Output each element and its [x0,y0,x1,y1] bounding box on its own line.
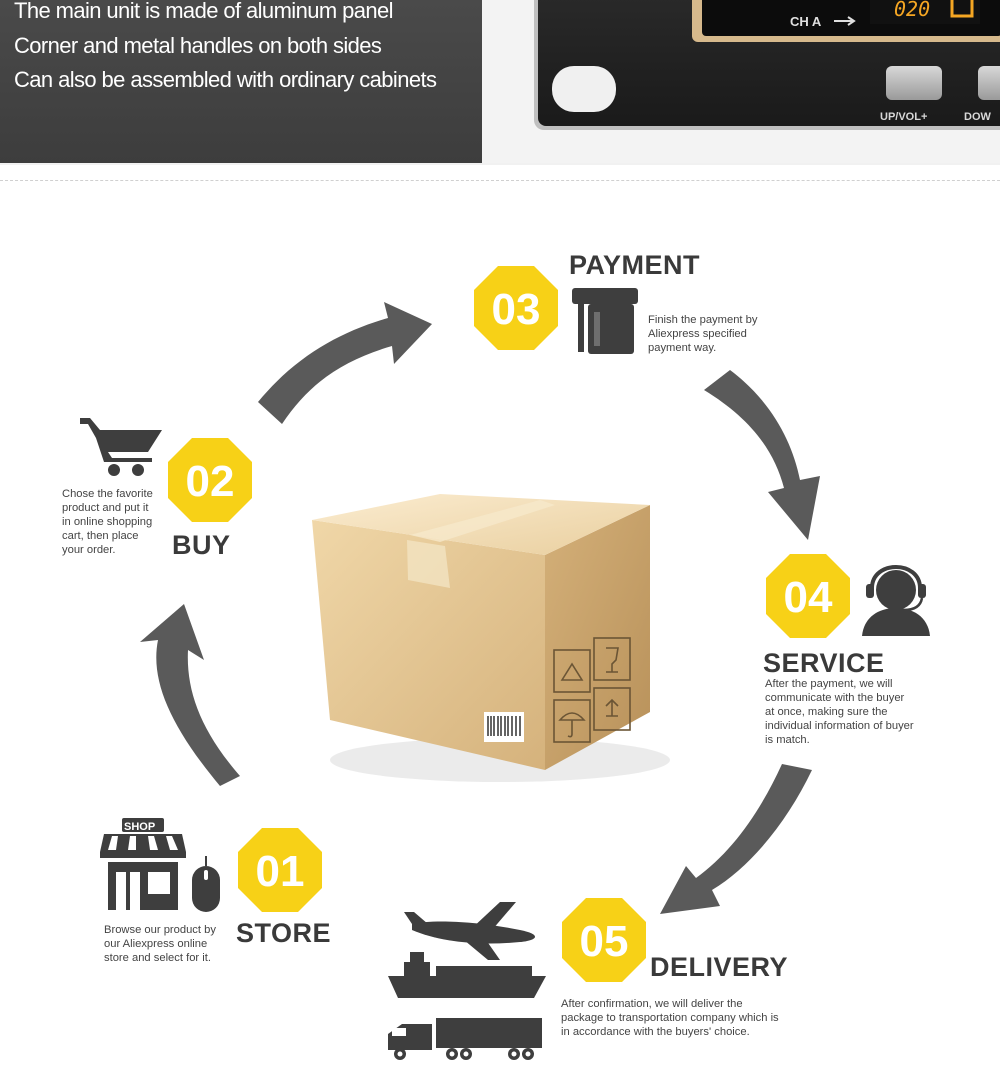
step-title-service: SERVICE [763,648,885,678]
step-desc-delivery: After confirmation, we will deliver the … [561,997,779,1039]
step-number-05: 05 [580,917,629,966]
desc-line: After confirmation, we will deliver the [561,998,743,1010]
desc-line: in accordance with the buyers' choice. [561,1026,750,1038]
card-payment-icon [572,288,638,354]
desc-line: communicate with the buyer [765,692,905,704]
desc-line: After the payment, we will [765,678,893,690]
step-title-delivery: DELIVERY [650,952,789,982]
step-badge-02: 02 [168,438,252,522]
cargo-ship-icon [388,952,546,998]
channel-display-readout: 020 [894,0,974,21]
airplane-icon [404,902,535,960]
up-vol-label: UP/VOL+ [880,111,927,123]
desc-line: Chose the favorite [62,488,153,500]
fragile-icon [593,637,631,681]
arrow-store-to-buy [140,604,240,786]
cardboard-box [312,494,670,782]
step-badge-04: 04 [766,554,850,638]
channel-label: CH A [790,14,822,29]
device-photo: 020 CH A UP/VOL+ DOW [482,0,1000,163]
desc-line: our Aliexpress online [104,938,208,950]
desc-line: Browse our product by [104,924,216,936]
headset-person-icon [862,565,930,636]
desc-line: at once, making sure the [765,706,888,718]
step-title-payment: PAYMENT [569,250,701,280]
process-graphics: SHOP [80,288,930,1060]
desc-line: in online shopping [62,516,153,528]
barcode-icon [487,716,521,736]
desc-line: package to transportation company which … [561,1012,779,1024]
recycle-icon [553,649,591,693]
up-vol-button[interactable] [886,66,942,100]
step-number-01: 01 [256,847,305,896]
step-number-04: 04 [784,573,833,622]
feature-line-1: The main unit is made of aluminum panel [14,0,394,23]
umbrella-icon [553,699,591,743]
step-desc-service: After the payment, we will communicate w… [765,677,914,747]
device-front-panel: 020 CH A UP/VOL+ DOW [534,0,1000,130]
desc-line: your order. [62,544,116,556]
desc-line: product and put it [62,502,149,514]
step-desc-buy: Chose the favorite product and put it in… [62,487,153,557]
step-title-store: STORE [236,918,332,948]
display-value: 020 [894,0,930,21]
desc-line: individual information of buyer [765,720,914,732]
desc-line: cart, then place [62,530,139,542]
step-badge-03: 03 [474,266,558,350]
desc-line: Finish the payment by [648,314,758,326]
down-label: DOW [964,111,992,123]
desc-line: is match. [765,734,810,746]
step-badge-01: 01 [238,828,322,912]
shop-sign-label: SHOP [124,821,155,833]
mouse-icon [192,856,220,912]
desc-line: Aliexpress specified [648,328,747,340]
feature-line-2: Corner and metal handles on both sides [14,33,382,58]
desc-line: store and select for it. [104,952,211,964]
feature-panel: The main unit is made of aluminum panel … [0,0,482,163]
shop-icon [100,818,186,910]
step-number-03: 03 [492,285,541,334]
arrow-payment-to-service [704,370,820,540]
section-divider [0,180,1000,181]
shopping-cart-icon [80,418,162,476]
feature-line-3: Can also be assembled with ordinary cabi… [14,67,437,92]
this-way-up-icon [593,687,631,731]
step-badge-05: 05 [562,898,646,982]
step-desc-payment: Finish the payment by Aliexpress specifi… [648,313,757,355]
step-title-buy: BUY [172,530,231,560]
down-button[interactable] [978,66,1000,100]
truck-icon [388,1018,542,1060]
handling-symbols [553,637,631,743]
arrow-service-to-delivery [660,764,812,914]
handle-hole [552,66,616,112]
step-number-02: 02 [186,457,235,506]
step-desc-store: Browse our product by our Aliexpress onl… [104,923,216,965]
desc-line: payment way. [648,342,717,354]
arrow-right-icon [834,16,856,26]
arrow-buy-to-payment [258,302,432,424]
